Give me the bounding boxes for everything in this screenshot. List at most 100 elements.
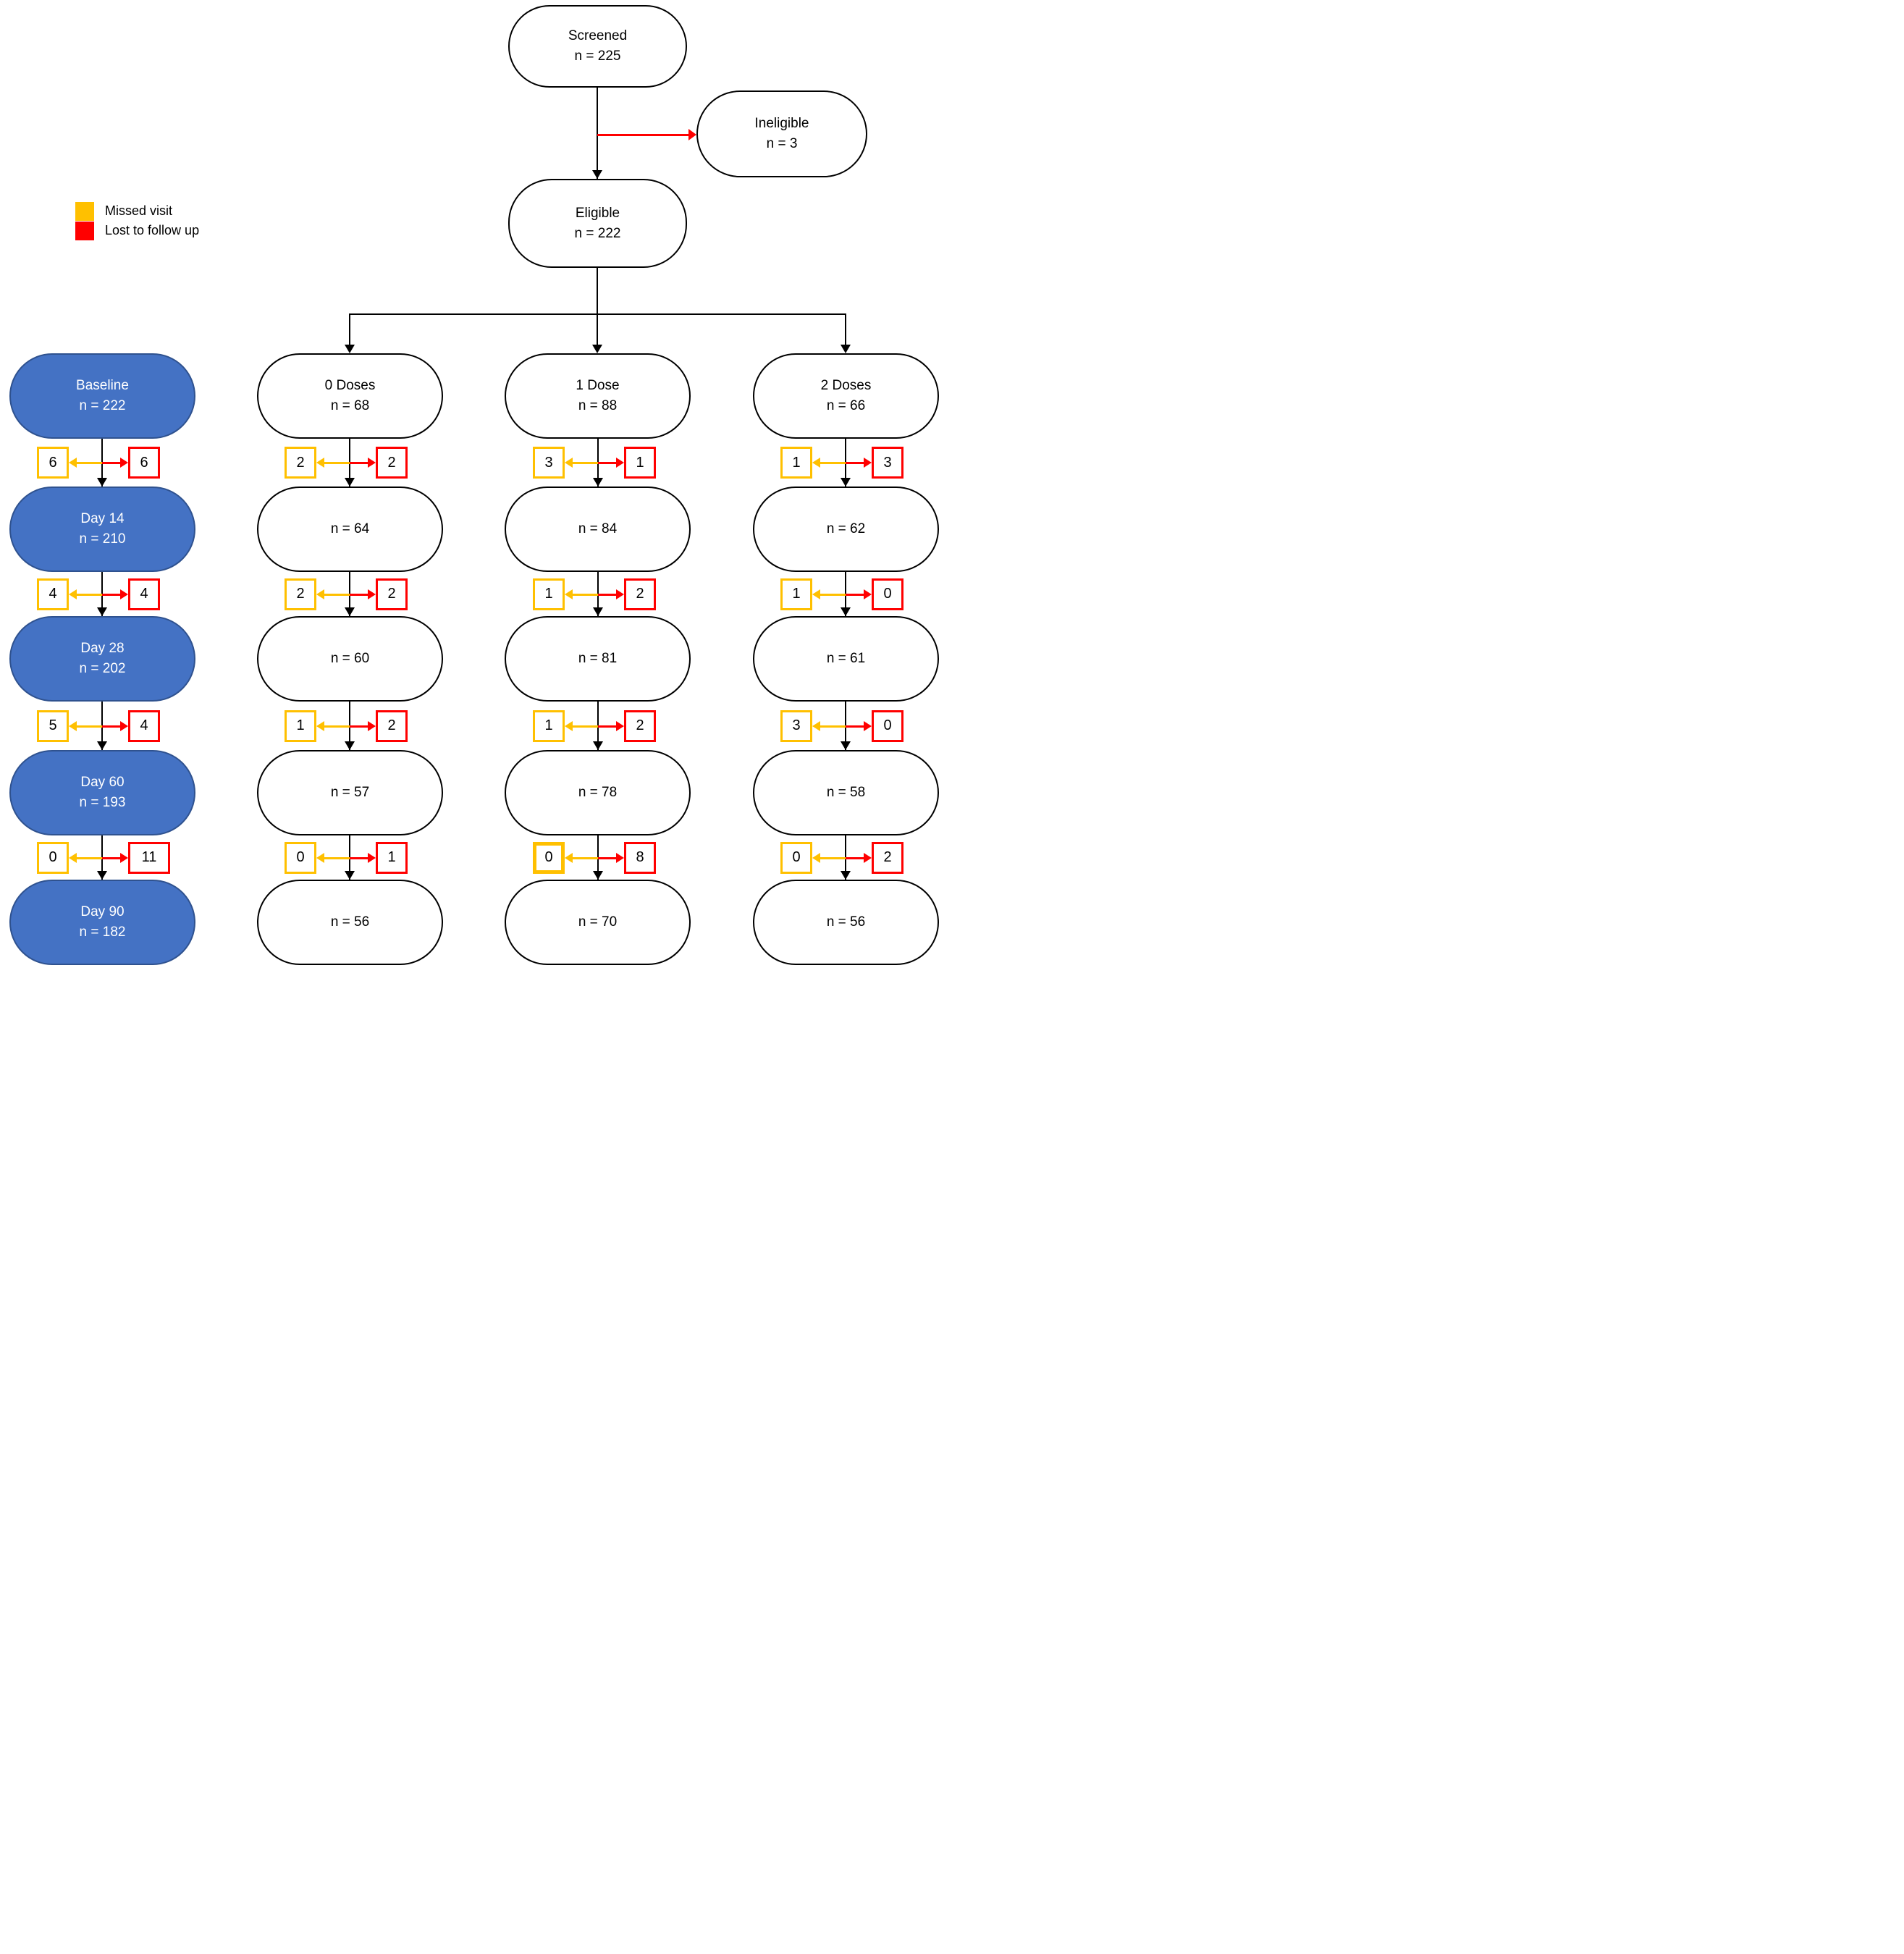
- transition-dose0-2: 2 2: [277, 572, 422, 616]
- lost-arrow: [102, 725, 121, 728]
- missed-arrow: [820, 725, 846, 728]
- legend-item-lost: Lost to follow up: [75, 221, 199, 240]
- legend: Missed visit Lost to follow up: [75, 201, 199, 240]
- node-ineligible: Ineligible n = 3: [696, 90, 867, 177]
- left-arrowhead-icon: [69, 458, 77, 468]
- missed-count: 0: [49, 849, 57, 865]
- lost-arrow: [598, 725, 617, 728]
- right-arrowhead-icon: [616, 589, 624, 599]
- missed-count: 1: [792, 586, 801, 602]
- lost-count-box: 6: [128, 447, 160, 479]
- lost-count: 6: [140, 454, 148, 471]
- lost-count-box: 2: [376, 709, 408, 742]
- node-screened: Screened n = 225: [508, 5, 687, 88]
- node-day60: Day 60 n = 193: [9, 750, 195, 835]
- lost-count-box: 0: [872, 709, 903, 742]
- missed-count-box: 2: [285, 578, 316, 610]
- branch-down-dose0: [349, 314, 350, 346]
- lost-arrow: [846, 725, 864, 728]
- transition-dose2-4: 0 2: [773, 835, 918, 880]
- transition-overall-3: 5 4: [30, 702, 174, 750]
- node-dose2-day28: n = 61: [753, 616, 939, 702]
- right-arrowhead-icon: [864, 589, 872, 599]
- transition-dose1-4: 0 8: [526, 835, 670, 880]
- lost-arrow: [598, 462, 617, 464]
- right-arrowhead-icon: [368, 458, 376, 468]
- right-arrowhead-icon: [864, 458, 872, 468]
- lost-arrow: [350, 725, 368, 728]
- lost-count-box: 0: [872, 578, 903, 610]
- connector-to-ineligible: [597, 134, 688, 136]
- transition-dose1-2: 1 2: [526, 572, 670, 616]
- legend-label-lost: Lost to follow up: [105, 223, 200, 237]
- lost-count: 11: [141, 849, 157, 865]
- left-arrowhead-icon: [565, 720, 573, 731]
- node-label: Day 90: [80, 904, 125, 920]
- node-count: n = 88: [578, 398, 618, 413]
- lost-count: 2: [883, 849, 892, 865]
- missed-arrow: [77, 462, 102, 464]
- node-dose1-day90: n = 70: [505, 880, 691, 965]
- node-dose2-day14: n = 62: [753, 487, 939, 572]
- lost-arrow: [350, 593, 368, 596]
- node-dose0-day90: n = 56: [257, 880, 443, 965]
- lost-count: 0: [883, 717, 892, 733]
- missed-count: 5: [49, 717, 57, 733]
- missed-arrow: [820, 593, 846, 596]
- missed-arrow: [573, 725, 598, 728]
- missed-count-box: 1: [533, 578, 565, 610]
- lost-count: 1: [387, 849, 396, 865]
- lost-count-box: 3: [872, 447, 903, 479]
- connector-eligible-down: [597, 268, 598, 315]
- missed-arrow: [820, 856, 846, 859]
- node-label: Screened: [568, 28, 628, 44]
- down-arrowhead-icon: [345, 478, 355, 487]
- missed-arrow: [324, 593, 350, 596]
- left-arrowhead-icon: [812, 852, 820, 863]
- lost-count-box: 11: [128, 841, 170, 874]
- transition-dose2-3: 3 0: [773, 702, 918, 750]
- missed-count-box: 2: [285, 447, 316, 479]
- right-arrowhead-icon: [864, 852, 872, 863]
- transition-dose1-3: 1 2: [526, 702, 670, 750]
- node-count: n = 58: [826, 785, 866, 801]
- left-arrowhead-icon: [316, 852, 324, 863]
- left-arrowhead-icon: [565, 589, 573, 599]
- lost-arrow: [350, 462, 368, 464]
- down-arrowhead-icon: [841, 607, 851, 616]
- left-arrowhead-icon: [812, 589, 820, 599]
- lost-arrow: [350, 856, 368, 859]
- lost-count: 4: [140, 717, 148, 733]
- lost-count: 8: [636, 849, 644, 865]
- missed-arrow: [77, 725, 102, 728]
- lost-count: 2: [636, 717, 644, 733]
- transition-overall-4: 0 11: [30, 835, 174, 880]
- missed-arrow: [573, 593, 598, 596]
- down-arrowhead-icon: [841, 478, 851, 487]
- missed-count-box: 3: [780, 709, 812, 742]
- legend-item-missed: Missed visit: [75, 201, 199, 221]
- lost-count: 2: [387, 586, 396, 602]
- lost-count: 1: [636, 454, 644, 471]
- missed-arrow: [324, 856, 350, 859]
- node-count: n = 210: [79, 531, 126, 547]
- down-arrowhead-icon: [593, 741, 603, 750]
- node-dose2-baseline: 2 Doses n = 66: [753, 353, 939, 439]
- lost-arrow: [102, 462, 121, 464]
- node-dose1-baseline: 1 Dose n = 88: [505, 353, 691, 439]
- missed-count: 1: [792, 454, 801, 471]
- left-arrowhead-icon: [316, 458, 324, 468]
- node-label: Eligible: [575, 205, 620, 221]
- node-count: n = 78: [578, 785, 618, 801]
- missed-count: 0: [792, 849, 801, 865]
- left-arrowhead-icon: [69, 720, 77, 731]
- lost-arrow: [598, 593, 617, 596]
- right-arrowhead-icon: [864, 720, 872, 731]
- missed-count: 1: [544, 586, 553, 602]
- branch-down-dose2: [845, 314, 846, 346]
- lost-arrow: [846, 856, 864, 859]
- lost-to-follow-up-swatch-icon: [75, 221, 94, 240]
- missed-arrow: [324, 725, 350, 728]
- node-label: Day 60: [80, 775, 125, 791]
- transition-dose1-1: 3 1: [526, 439, 670, 487]
